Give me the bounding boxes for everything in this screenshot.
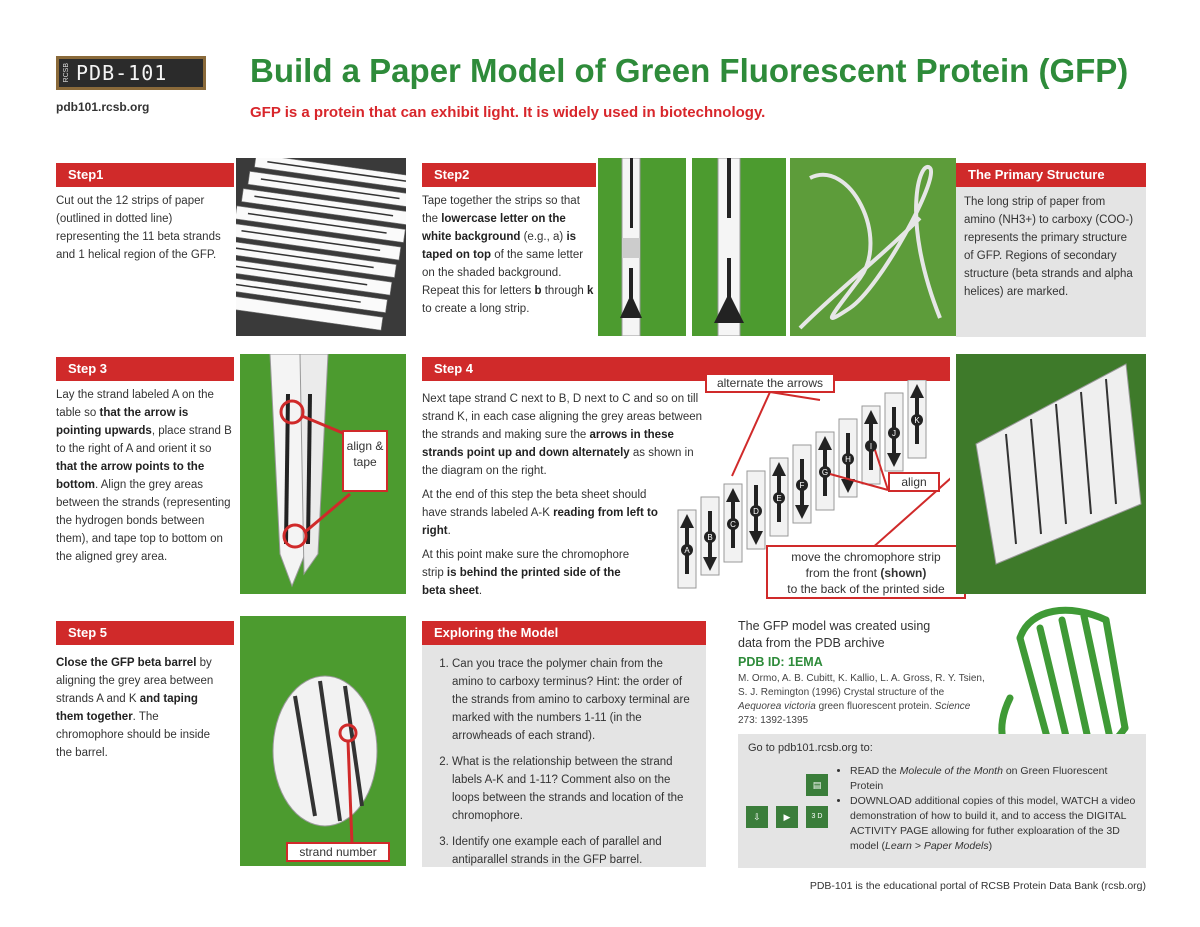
step4-paragraph-3: At this point make sure the chromophore … xyxy=(422,549,630,597)
step1-photo xyxy=(212,153,425,336)
primary-structure-heading: The Primary Structure xyxy=(956,163,1146,187)
move-callout-line-3: to the back of the printed side xyxy=(787,582,945,596)
move-callout-line-2: from the front (shown) xyxy=(805,566,927,580)
move-chromophore-callout: move the chromophore strip from the fron… xyxy=(766,545,966,599)
play-video-icon[interactable]: ▶ xyxy=(776,806,798,828)
exploring-panel: Can you trace the polymer chain from the… xyxy=(422,645,706,867)
beta-strand: E xyxy=(769,457,789,537)
align-callout: align xyxy=(888,472,940,492)
strand-label: H xyxy=(845,455,851,464)
read-link-item[interactable]: READ the Molecule of the Month on Green … xyxy=(850,764,1140,794)
strand-label: B xyxy=(707,533,712,542)
callout-pointer-line xyxy=(874,449,889,491)
strand-label: J xyxy=(892,429,896,438)
callout-pointer-line xyxy=(769,391,821,401)
step4-paragraph-2: At the end of this step the beta sheet s… xyxy=(422,489,658,537)
step1-text: Cut out the 12 strips of paper (outlined… xyxy=(56,195,221,261)
beta-strand: H xyxy=(838,418,858,498)
links-panel xyxy=(738,734,1146,868)
move-callout-line-1: move the chromophore strip xyxy=(791,550,941,564)
strand-label: A xyxy=(684,546,690,555)
footer-text: PDB-101 is the educational portal of RCS… xyxy=(809,880,1146,892)
step3-text: Lay the strand labeled A on the table so… xyxy=(56,389,232,563)
strand-label: I xyxy=(870,442,872,451)
beta-strand: I xyxy=(861,405,881,485)
read-icon[interactable]: ▤ xyxy=(806,774,828,796)
primary-structure-text: The long strip of paper from amino (NH3+… xyxy=(956,187,1146,337)
paper-strips-image xyxy=(212,153,425,331)
exploring-question: Identify one example each of parallel an… xyxy=(452,833,696,869)
step2-text: Tape together the strips so that the low… xyxy=(422,195,594,315)
exploring-questions-list: Can you trace the polymer chain from the… xyxy=(430,655,696,869)
callout-pointer-line xyxy=(829,473,889,491)
step1-heading: Step1 xyxy=(56,163,234,187)
beta-strand: G xyxy=(815,431,835,511)
goto-text: Go to pdb101.rcsb.org to: xyxy=(748,742,873,754)
beta-strand: D xyxy=(746,470,766,550)
step2-photo-right xyxy=(692,157,786,337)
beta-strand: B xyxy=(700,496,720,576)
long-strip-loop-image xyxy=(798,164,942,330)
beta-barrel-image xyxy=(272,675,378,845)
exploring-heading: Exploring the Model xyxy=(422,621,706,645)
download-link-item[interactable]: DOWNLOAD additional copies of this model… xyxy=(850,794,1140,854)
beta-strand: C xyxy=(723,483,743,563)
step4-photo xyxy=(956,354,1146,594)
beta-strand: F xyxy=(792,444,812,524)
strand-label: E xyxy=(776,494,781,503)
3d-model-icon[interactable]: 3 D xyxy=(806,806,828,828)
beta-sheet-diagram: A B C D E F G H I J K xyxy=(677,380,950,589)
taped-strip-image xyxy=(620,157,642,337)
callout-pointer-line xyxy=(869,477,950,551)
beta-strand: K xyxy=(907,380,927,459)
strand-number-callout: strand number xyxy=(286,842,390,862)
page-subtitle: GFP is a protein that can exhibit light.… xyxy=(250,104,766,121)
page-title: Build a Paper Model of Green Fluorescent… xyxy=(250,52,1129,89)
step3-heading: Step 3 xyxy=(56,357,234,381)
citation-intro: The GFP model was created using data fro… xyxy=(738,619,931,650)
strand-label: D xyxy=(753,507,759,516)
step5-text: Close the GFP beta barrel by aligning th… xyxy=(56,657,214,759)
pdb-id[interactable]: PDB ID: 1EMA xyxy=(738,655,823,669)
step5-heading: Step 5 xyxy=(56,621,234,645)
exploring-question: Can you trace the polymer chain from the… xyxy=(452,655,696,745)
strand-label: F xyxy=(800,481,805,490)
beta-strand: A xyxy=(677,509,697,589)
citation-reference: M. Ormo, A. B. Cubitt, K. Kallio, L. A. … xyxy=(738,673,985,726)
logo-rcsb-text: RCSB xyxy=(63,63,70,83)
primary-structure-photo xyxy=(790,158,956,336)
beta-strand: J xyxy=(884,392,904,472)
taped-strip-closeup-image xyxy=(714,157,744,337)
logo-text: PDB-101 xyxy=(76,61,168,85)
links-list: READ the Molecule of the Month on Green … xyxy=(838,764,1140,854)
step4-paragraph-1: Next tape strand C next to B, D next to … xyxy=(422,393,703,477)
pdb101-logo[interactable]: RCSB PDB-101 xyxy=(56,56,206,90)
strand-label: K xyxy=(914,416,920,425)
download-icon[interactable]: ⇩ xyxy=(746,806,768,828)
step4-text: Next tape strand C next to B, D next to … xyxy=(422,390,704,600)
step2-photo-left xyxy=(598,157,686,337)
exploring-question: What is the relationship between the str… xyxy=(452,753,696,825)
step5-photo xyxy=(240,616,406,866)
assembled-sheet-image xyxy=(975,363,1142,565)
site-url[interactable]: pdb101.rcsb.org xyxy=(56,100,150,114)
step2-heading: Step2 xyxy=(422,163,596,187)
callout-pointer-line xyxy=(731,391,771,477)
step4-heading: Step 4 xyxy=(422,357,950,381)
align-tape-callout: align & tape xyxy=(342,430,388,492)
alternate-arrows-callout: alternate the arrows xyxy=(705,373,835,393)
strand-label: G xyxy=(822,468,828,477)
strand-label: C xyxy=(730,520,736,529)
